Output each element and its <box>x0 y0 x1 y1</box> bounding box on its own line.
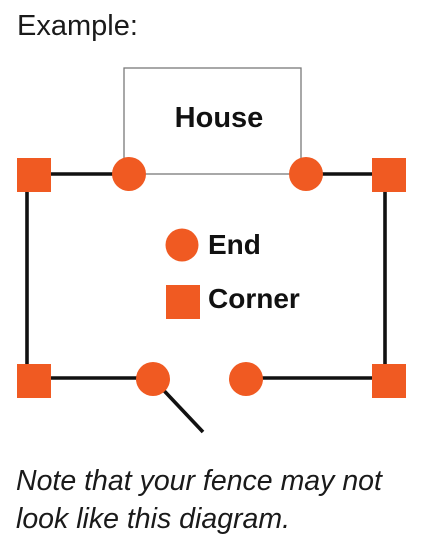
corner-markers <box>17 158 406 398</box>
house-label: House <box>175 102 264 134</box>
legend: End Corner <box>165 228 300 319</box>
legend-end-icon <box>165 228 199 262</box>
corner-square-icon <box>17 158 51 192</box>
legend-corner-icon <box>166 285 200 319</box>
end-markers <box>112 157 323 396</box>
legend-end-label: End <box>208 229 261 260</box>
corner-square-icon <box>372 364 406 398</box>
diagram-note: Note that your fence may not look like t… <box>16 465 382 535</box>
legend-corner-label: Corner <box>208 283 300 314</box>
house-outline <box>123 67 302 175</box>
end-circle-icon <box>229 362 263 396</box>
end-circle-icon <box>136 362 170 396</box>
end-circle-icon <box>112 157 146 191</box>
example-heading: Example: <box>17 10 138 42</box>
fence-diagram: House End Corner <box>17 67 406 434</box>
end-circle-icon <box>289 157 323 191</box>
corner-square-icon <box>372 158 406 192</box>
corner-square-icon <box>17 364 51 398</box>
